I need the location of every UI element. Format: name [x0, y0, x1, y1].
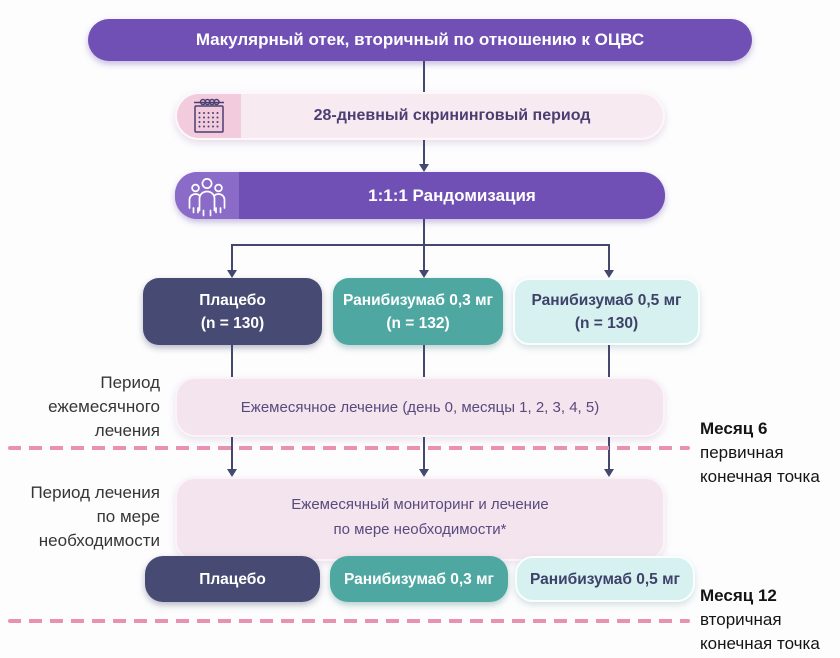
title-box: Макулярный отек, вторичный по отношению … [88, 19, 752, 61]
arm-n: (n = 130) [574, 314, 639, 332]
connector-screening-randomization [419, 140, 429, 172]
bottom-arm-placebo: Плацебо [145, 556, 320, 602]
monthly-treatment-box: Ежемесячное лечение (день 0, месяцы 1, 2… [175, 377, 665, 437]
arm-box-placebo: Плацебо (n = 130) [143, 278, 322, 345]
arm-box-ranibizumab-03: Ранибизумаб 0,3 мг (n = 132) [333, 278, 503, 345]
month6-dashed-line [8, 446, 690, 450]
calendar-icon [177, 94, 241, 138]
connector-cross-left [227, 437, 237, 477]
prn-line2: по мере необходимости* [333, 521, 507, 538]
milestone-desc: конечная точка [700, 467, 820, 486]
branch-stem-line [423, 219, 425, 245]
period-label-line: Период [100, 373, 160, 392]
milestone-month6: Месяц 6 первичная конечная точка [700, 417, 838, 489]
people-group-icon [175, 172, 239, 219]
prn-monitoring-box: Ежемесячный мониторинг и лечение по мере… [175, 477, 665, 561]
arm-name: Ранибизумаб 0,5 мг [529, 570, 681, 588]
period-label-line: лечения [94, 421, 160, 440]
branch-horizontal-line [231, 244, 610, 246]
connector-arm-left [231, 345, 233, 378]
branch-arrow-left [227, 245, 237, 278]
bottom-arm-ranibizumab-05: Ранибизумаб 0,5 мг [515, 556, 695, 602]
milestone-desc: конечная точка [700, 634, 820, 653]
period-label-monthly: Период ежемесячного лечения [10, 371, 160, 443]
milestone-title: Месяц 6 [700, 419, 768, 438]
period-label-line: Период лечения [30, 483, 160, 502]
randomization-label: 1:1:1 Рандомизация [368, 185, 536, 205]
randomization-box: 1:1:1 Рандомизация [175, 172, 665, 219]
branch-arrow-right [604, 245, 614, 278]
arm-name: Плацебо [199, 570, 266, 588]
connector-arm-center [423, 345, 425, 378]
connector-arm-right [608, 345, 610, 378]
arm-name: Ранибизумаб 0,3 мг [342, 291, 494, 309]
period-label-line: ежемесячного [48, 397, 160, 416]
prn-line1: Ежемесячный мониторинг и лечение [291, 496, 549, 513]
milestone-month12: Месяц 12 вторичная конечная точка [700, 584, 838, 656]
period-label-line: по мере [96, 507, 160, 526]
connector-cross-right [604, 437, 614, 477]
branch-arrow-center [419, 245, 429, 278]
arm-box-ranibizumab-05: Ранибизумаб 0,5 мг (n = 130) [513, 278, 700, 345]
connector-title-screening [423, 61, 425, 93]
arm-name: Ранибизумаб 0,5 мг [531, 291, 682, 309]
arm-name: Ранибизумаб 0,3 мг [343, 570, 495, 588]
milestone-desc: вторичная [700, 610, 782, 629]
milestone-title: Месяц 12 [700, 586, 777, 605]
monthly-treatment-label: Ежемесячное лечение (день 0, месяцы 1, 2… [240, 398, 600, 416]
month12-dashed-line [8, 619, 690, 623]
arm-name: Плацебо [199, 291, 266, 309]
bottom-arm-ranibizumab-03: Ранибизумаб 0,3 мг [330, 556, 508, 602]
arm-n: (n = 132) [386, 314, 450, 332]
period-label-prn: Период лечения по мере необходимости [10, 481, 160, 553]
period-label-line: необходимости [38, 531, 160, 550]
arm-n: (n = 130) [200, 314, 265, 332]
connector-cross-center [419, 437, 429, 477]
milestone-desc: первичная [700, 443, 784, 462]
title-text: Макулярный отек, вторичный по отношению … [195, 30, 645, 49]
screening-box: 28-дневный скрининговый период [175, 92, 665, 140]
screening-label: 28-дневный скрининговый период [313, 107, 591, 124]
